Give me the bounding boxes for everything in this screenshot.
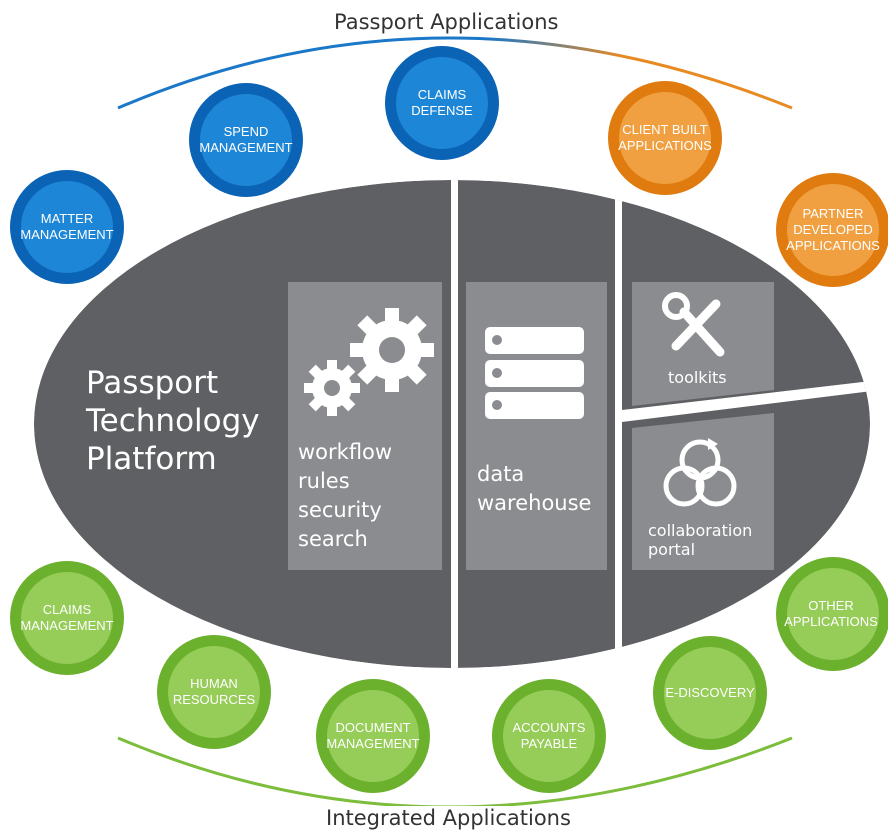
partner-developed-applications-label: PARTNER DEVELOPED APPLICATIONS bbox=[786, 206, 880, 253]
human-resources-label: HUMAN RESOURCES bbox=[172, 676, 256, 707]
accounts-payable-label: ACCOUNTS PAYABLE bbox=[512, 720, 586, 751]
bubble-partner-developed-applications bbox=[776, 173, 888, 287]
bubble-human-resources bbox=[157, 635, 271, 749]
platform-title: Passport Technology Platform bbox=[86, 365, 260, 477]
bottom-arc-label: Integrated Applications bbox=[320, 806, 577, 830]
e-discovery-label: E-DISCOVERY bbox=[665, 685, 755, 700]
spend-management-label: SPEND MANAGEMENT bbox=[199, 124, 293, 155]
client-built-applications-label: CLIENT BUILT APPLICATIONS bbox=[618, 122, 712, 153]
segment-collaboration-text: collaboration portal bbox=[648, 521, 753, 559]
segment-toolkits-text: toolkits bbox=[668, 368, 727, 387]
bubble-document-management bbox=[316, 679, 430, 793]
bubble-claims-management bbox=[10, 561, 124, 675]
other-applications-label: OTHER APPLICATIONS bbox=[784, 598, 878, 629]
top-arc-label: Passport Applications bbox=[328, 10, 565, 34]
claims-management-label: CLAIMS MANAGEMENT bbox=[20, 602, 114, 633]
bubble-accounts-payable bbox=[492, 679, 606, 793]
segment-workflow-text: workflow rules security search bbox=[298, 440, 393, 551]
bubble-claims-defense bbox=[385, 46, 499, 160]
divider-2 bbox=[615, 180, 622, 668]
panel-data-warehouse bbox=[466, 282, 607, 570]
bubble-other-applications bbox=[776, 557, 888, 671]
collaboration-icon bbox=[663, 438, 737, 507]
bubble-e-discovery bbox=[653, 636, 767, 750]
document-management-label: DOCUMENT MANAGEMENT bbox=[326, 720, 420, 751]
divider-1 bbox=[451, 180, 458, 668]
bubble-matter-management bbox=[10, 170, 124, 284]
top-arc bbox=[117, 36, 793, 110]
matter-management-label: MATTER MANAGEMENT bbox=[20, 211, 114, 242]
segment-data-warehouse-text: data warehouse bbox=[477, 462, 592, 515]
tools-icon bbox=[662, 292, 725, 357]
bubble-client-built-applications bbox=[608, 81, 722, 195]
claims-defense-label: CLAIMS DEFENSE bbox=[411, 87, 473, 118]
divider-3 bbox=[622, 380, 870, 422]
server-icon bbox=[485, 327, 584, 419]
bubble-spend-management bbox=[189, 83, 303, 197]
